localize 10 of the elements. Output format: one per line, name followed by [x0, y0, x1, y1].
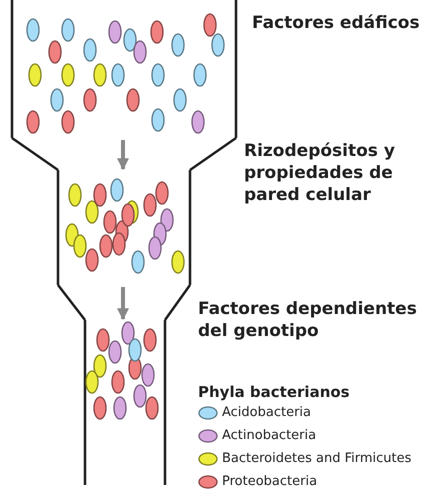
legend-label: Proteobacteria	[222, 474, 318, 489]
legend-label: Acidobacteria	[222, 405, 312, 420]
arrow	[117, 140, 129, 170]
legend-title: Phyla bacterianos	[198, 383, 350, 401]
stage-heading: Rizodepósitos y propiedades de pared celular	[244, 140, 396, 206]
legend-label: Actinobacteria	[222, 428, 316, 443]
stage-heading: Factores edáficos	[252, 12, 421, 34]
arrow	[117, 287, 129, 320]
stage-heading: Factores dependientes del genotipo	[198, 298, 418, 342]
legend-label: Bacteroidetes and Firmicutes	[222, 451, 412, 466]
